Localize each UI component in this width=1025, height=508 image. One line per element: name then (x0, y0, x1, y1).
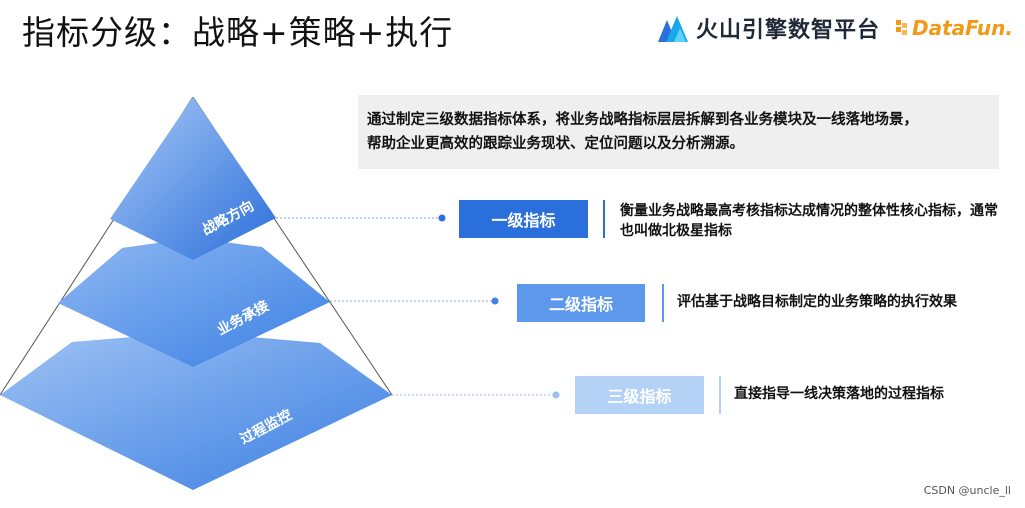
level-1-divider (603, 200, 605, 238)
connector-dot-3 (552, 391, 560, 399)
connector-dot-1 (438, 214, 446, 222)
volcano-engine-logo: 火山引擎数智平台 (658, 12, 880, 44)
pyramid-middle-layer (58, 238, 330, 367)
level-1-description: 衡量业务战略最高考核指标达成情况的整体性核心指标，通常 也叫做北极星指标 (620, 201, 1010, 241)
watermark: CSDN @uncle_ll (923, 484, 1011, 497)
north-star-metric-text: 北极星指标 (662, 223, 732, 239)
datafun-logo: DataFun. (896, 16, 1013, 40)
level-1-desc-line2: 也叫做北极星指标 (620, 221, 1010, 241)
level-3-label: 三级指标 (575, 376, 704, 414)
level-2-description: 评估基于战略目标制定的业务策略的执行效果 (677, 294, 957, 310)
datafun-mark-icon (896, 20, 907, 35)
volcano-engine-brand-text: 火山引擎数智平台 (696, 18, 881, 43)
description-line-1: 通过制定三级数据指标体系，将业务战略指标层层拆解到各业务模块及一线落地场景， (367, 112, 918, 128)
description-line-2: 帮助企业更高效的跟踪业务现状、定位问题以及分析溯源。 (367, 136, 744, 152)
level-2-divider (662, 284, 664, 322)
volcano-mountain-icon (658, 16, 688, 42)
level-1-desc-prefix: 也叫做 (620, 223, 662, 239)
level-2-label: 二级指标 (517, 284, 645, 322)
level-3-description: 直接指导一线决策落地的过程指标 (734, 386, 944, 402)
level-3-divider (719, 376, 721, 414)
level-1-desc-line1: 衡量业务战略最高考核指标达成情况的整体性核心指标，通常 (620, 203, 998, 219)
level-1-label: 一级指标 (459, 200, 588, 238)
description-box: 通过制定三级数据指标体系，将业务战略指标层层拆解到各业务模块及一线落地场景， 帮… (358, 95, 999, 169)
connector-dot-2 (491, 297, 499, 305)
datafun-brand-text: DataFun. (912, 16, 1013, 40)
pyramid-bottom-layer (0, 332, 392, 490)
slide-title: 指标分级：战略+策略+执行 (22, 13, 454, 52)
pyramid-top-layer (110, 97, 276, 260)
